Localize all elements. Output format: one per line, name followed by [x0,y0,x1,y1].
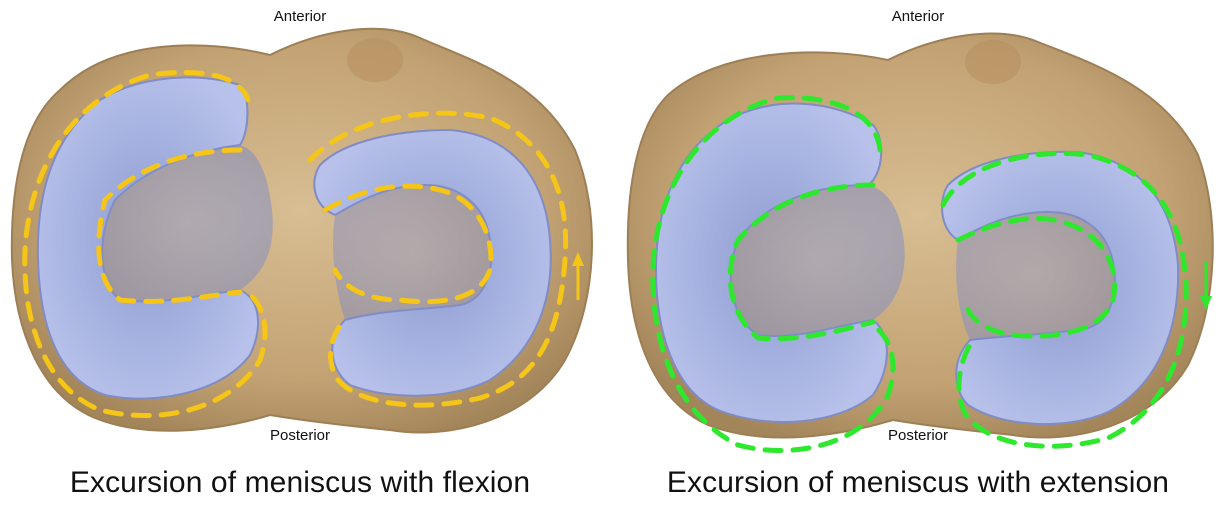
flexion-knee-diagram [0,0,600,460]
flexion-panel: Anterior Posterior Excursion of meniscus… [0,0,600,517]
flexion-caption: Excursion of meniscus with flexion [70,466,530,500]
tibial-spine-shadow [965,40,1021,84]
extension-knee-diagram [618,0,1218,460]
tibial-spine-shadow [347,38,403,82]
extension-caption: Excursion of meniscus with extension [667,466,1169,500]
anterior-label: Anterior [892,8,945,25]
lateral-meniscus-inner [956,212,1115,340]
extension-panel: Anterior Posterior Excursion of meniscus… [618,0,1218,517]
anterior-label: Anterior [274,8,327,25]
posterior-label: Posterior [888,427,948,444]
posterior-label: Posterior [270,427,330,444]
